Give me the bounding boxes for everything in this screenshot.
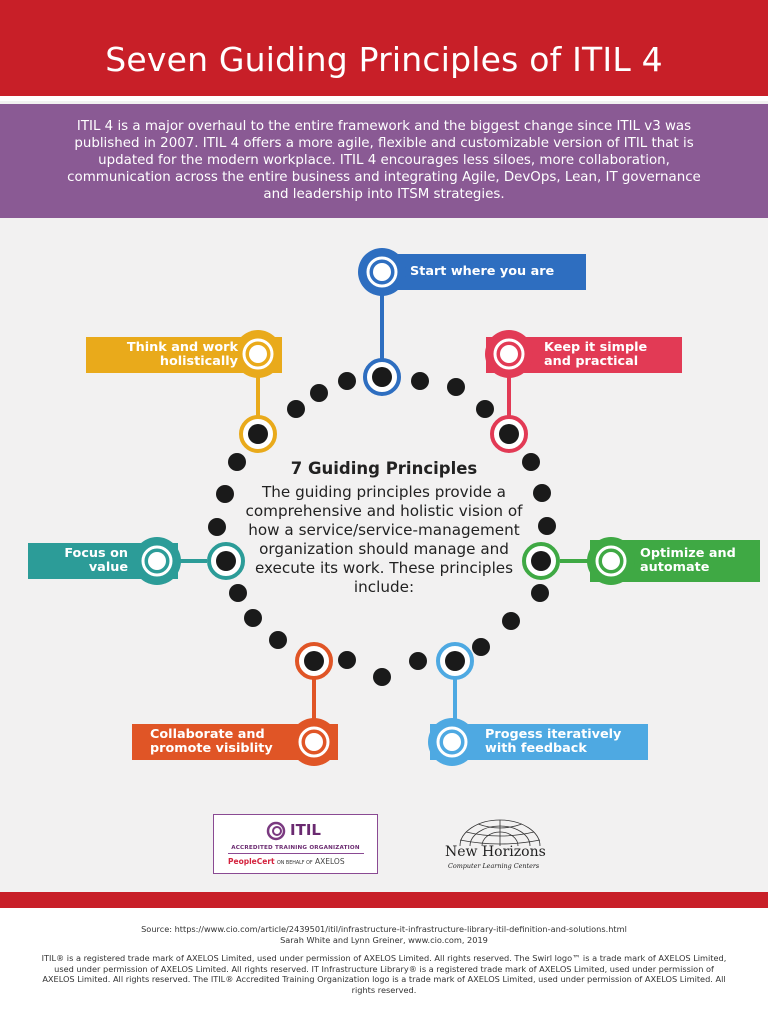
ring-dot-5 xyxy=(522,453,540,471)
principle-5-knob-ring xyxy=(298,726,330,758)
center-title: 7 Guiding Principles xyxy=(290,459,478,478)
ring-dot-22 xyxy=(310,384,328,402)
itil-wordmark: ITIL xyxy=(290,821,321,839)
ring-dot-10 xyxy=(472,638,490,656)
principles-diagram xyxy=(28,248,760,766)
principle-2-node-core xyxy=(499,424,519,444)
ring-dot-12 xyxy=(373,668,391,686)
principle-1-knob-ring xyxy=(366,256,398,288)
center-text-block: 7 Guiding Principles The guiding princip… xyxy=(238,458,530,597)
ring-dot-18 xyxy=(208,518,226,536)
principle-7-knob-core xyxy=(249,345,267,363)
new-horizons-logo: New Horizons Computer Learning Centers xyxy=(438,818,562,874)
principle-3-node-core xyxy=(531,551,551,571)
header-banner: Seven Guiding Principles of ITIL 4 xyxy=(0,0,768,96)
principle-1-line1: Start where you are xyxy=(410,264,555,279)
itil-swirl-icon xyxy=(266,821,286,841)
principle-3-line2: automate xyxy=(640,560,710,575)
principle-2-line1: Keep it simple xyxy=(544,340,648,355)
ring-dot-6 xyxy=(533,484,551,502)
footer: Source: https://www.cio.com/article/2439… xyxy=(0,908,768,1024)
globe-icon xyxy=(459,819,541,847)
ring-dot-16 xyxy=(229,584,247,602)
new-horizons-wordmark: New Horizons xyxy=(445,844,546,860)
principle-6-node-core xyxy=(216,551,236,571)
principle-2-line2: and practical xyxy=(544,354,639,369)
principle-5-knob-core xyxy=(305,733,323,751)
ring-dot-14 xyxy=(269,631,287,649)
source-citation: Source: https://www.cio.com/article/2439… xyxy=(40,924,728,945)
principle-1-label: Start where you are xyxy=(410,254,580,290)
principle-4-knob-core xyxy=(443,733,461,751)
principle-7-line1: Think and work xyxy=(126,340,238,355)
on-behalf-text: ON BEHALF OF xyxy=(277,861,313,866)
ring-dot-4 xyxy=(476,400,494,418)
principle-1-text: Start where you are xyxy=(410,265,554,279)
principle-4-line1: Progess iteratively xyxy=(485,727,622,742)
principle-3-knob-ring xyxy=(595,545,627,577)
page-title: Seven Guiding Principles of ITIL 4 xyxy=(105,40,663,79)
ring-dot-15 xyxy=(244,609,262,627)
principle-3-line1: Optimize and xyxy=(640,546,736,561)
peoplecert-text: PeopleCert xyxy=(228,857,275,866)
principle-6-line2: value xyxy=(88,560,128,575)
principle-1-node-core xyxy=(372,367,392,387)
source-authors: Sarah White and Lynn Greiner, www.cio.co… xyxy=(280,934,488,945)
axelos-text: AXELOS xyxy=(315,857,345,866)
principle-6-knob-core xyxy=(148,552,166,570)
principle-7-line2: holistically xyxy=(159,354,238,369)
principle-6-line1: Focus on xyxy=(64,546,128,561)
ring-dot-21 xyxy=(287,400,305,418)
principle-5-line2: promote visiblity xyxy=(150,741,273,756)
intro-text: ITIL 4 is a major overhaul to the entire… xyxy=(67,119,701,202)
principle-3-knob-core xyxy=(602,552,620,570)
ring-dot-1 xyxy=(338,372,356,390)
intro-panel: ITIL 4 is a major overhaul to the entire… xyxy=(0,104,768,218)
ring-dot-20 xyxy=(228,453,246,471)
ring-dot-2 xyxy=(411,372,429,390)
principle-4-knob-ring xyxy=(436,726,468,758)
ring-dot-9 xyxy=(502,612,520,630)
ring-dot-8 xyxy=(531,584,549,602)
new-horizons-tagline: Computer Learning Centers xyxy=(448,862,540,870)
ring-dot-3 xyxy=(447,378,465,396)
ring-dot-13 xyxy=(409,652,427,670)
itil-foot: PeopleCert ON BEHALF OF AXELOS xyxy=(228,857,364,866)
principle-5-line1: Collaborate and xyxy=(150,727,265,742)
principle-7-knob-ring xyxy=(242,338,274,370)
footer-bar xyxy=(0,892,768,908)
principle-7-node-core xyxy=(248,424,268,444)
header-divider xyxy=(0,96,768,101)
itil-ato-logo: ITIL ACCREDITED TRAINING ORGANIZATION Pe… xyxy=(213,814,378,874)
principle-6-knob-ring xyxy=(141,545,173,577)
ring-dot-19 xyxy=(216,485,234,503)
principle-4-node-core xyxy=(445,651,465,671)
principle-5-node-core xyxy=(304,651,324,671)
principle-4-line2: with feedback xyxy=(485,741,587,756)
legal-notice: ITIL® is a registered trade mark of AXEL… xyxy=(41,953,727,995)
itil-sub-label: ACCREDITED TRAINING ORGANIZATION xyxy=(231,845,360,851)
itil-rule xyxy=(228,853,364,854)
principle-2-knob-ring xyxy=(493,338,525,370)
principle-1-bar xyxy=(386,254,586,290)
principle-1-knob-core xyxy=(373,263,391,281)
ring-dot-11 xyxy=(338,651,356,669)
center-body: The guiding principles provide a compreh… xyxy=(245,483,523,596)
principle-2-knob-core xyxy=(500,345,518,363)
source-url: Source: https://www.cio.com/article/2439… xyxy=(141,924,627,934)
ring-dot-7 xyxy=(538,517,556,535)
